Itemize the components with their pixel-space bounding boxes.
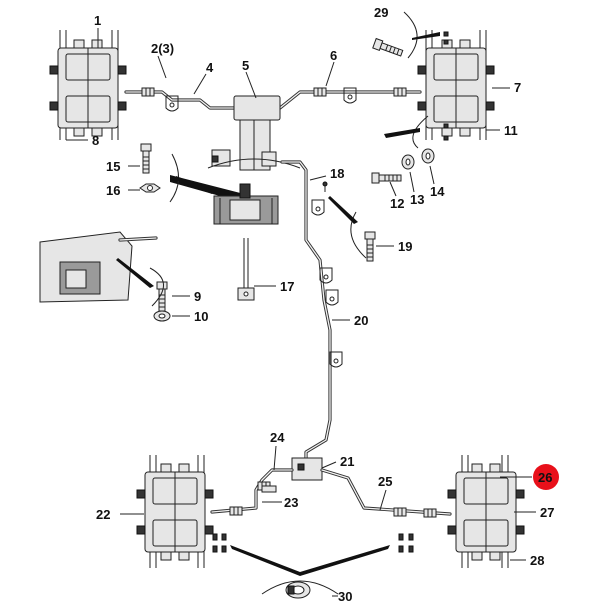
rear-pin-fasteners [212,533,414,553]
callout-25: 25 [378,474,392,489]
callout-23: 23 [284,495,298,510]
rear-tee-and-lines [210,457,452,518]
callout-14: 14 [430,184,445,199]
rear-right-caliper [447,455,525,568]
caliper-bolt-detail-29 [372,11,449,59]
callout-11: 11 [504,123,518,138]
inset-detail-9-10 [39,231,171,322]
caliper-bolt-detail-11 [384,115,449,149]
front-right-caliper [417,30,495,140]
callout-9: 9 [194,289,201,304]
front-brake-lines [124,87,422,112]
main-brake-line [280,160,343,462]
leader-lines [66,28,536,597]
callout-8: 8 [92,133,99,148]
callout-27: 27 [540,505,554,520]
callout-16: 16 [106,183,120,198]
callout-labels: 1 2(3) 4 5 6 7 8 9 10 11 12 13 14 15 16 … [92,5,554,604]
callout-30: 30 [338,589,352,604]
block-mounting-detail [170,158,301,225]
fastener-detail-15-16 [139,143,212,203]
callout-17: 17 [280,279,294,294]
clamp-detail-30 [230,545,390,599]
bolt-washers-12-13-14 [371,148,435,184]
front-left-caliper [49,30,127,140]
callout-21: 21 [340,454,354,469]
callout-15: 15 [106,159,120,174]
callout-29: 29 [374,5,388,20]
callout-10: 10 [194,309,208,324]
callout-19: 19 [398,239,412,254]
brake-distribution-block [211,95,281,171]
callout-2: 2(3) [151,41,174,56]
highlight-marker-26 [533,464,559,490]
callout-22: 22 [96,507,110,522]
callout-28: 28 [530,553,544,568]
callout-1: 1 [94,13,101,28]
callout-13: 13 [410,192,424,207]
callout-6: 6 [330,48,337,63]
callout-4: 4 [206,60,214,75]
callout-24: 24 [270,430,285,445]
callout-18: 18 [330,166,344,181]
lever-part-17 [237,238,255,301]
callout-7: 7 [514,80,521,95]
callout-26: 26 [538,470,552,485]
rear-left-caliper [136,455,214,568]
callout-5: 5 [242,58,249,73]
fastener-detail-19 [328,196,376,262]
callout-20: 20 [354,313,368,328]
callout-12: 12 [390,196,404,211]
